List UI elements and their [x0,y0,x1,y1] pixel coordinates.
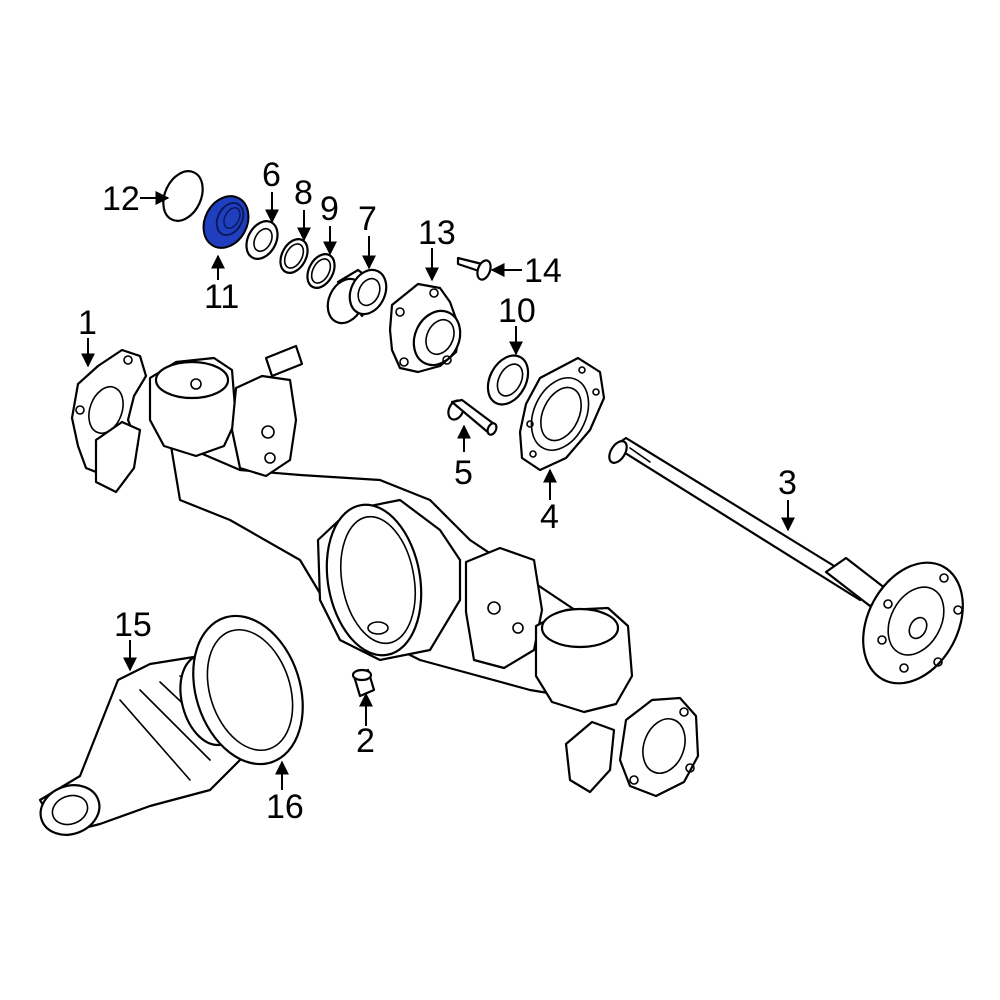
callout-8: 8 [294,174,313,212]
part-14-bolt[interactable] [456,256,493,281]
part-10-seal[interactable] [480,349,536,412]
part-4-gasket[interactable] [518,356,606,472]
part-3-axle-shaft[interactable] [606,436,983,701]
callout-12: 12 [102,180,140,218]
part-9-snap-ring[interactable] [302,249,340,292]
callout-5: 5 [454,454,473,492]
part-5-stud[interactable] [445,398,498,436]
part-13-bearing-retainer[interactable] [388,282,469,374]
part-12-o-ring[interactable] [156,165,211,227]
leader-lines [81,191,795,790]
callout-10: 10 [498,292,536,330]
callout-6: 6 [262,156,281,194]
part-2-plug[interactable] [351,668,376,698]
callout-11: 11 [204,278,239,316]
part-16-gasket[interactable] [175,602,321,779]
part-1-axle-housing[interactable] [70,344,700,798]
part-11-oil-seal[interactable] [195,188,257,255]
callout-7: 7 [358,200,377,238]
callout-14: 14 [524,252,562,290]
callout-13: 13 [418,214,456,252]
part-8-snap-ring[interactable] [275,234,313,277]
callout-15: 15 [114,606,152,644]
callout-3: 3 [778,464,797,502]
callout-2: 2 [356,722,375,760]
part-7-bearing[interactable] [321,264,393,329]
callout-4: 4 [540,498,559,536]
callout-1: 1 [78,304,97,342]
callout-labels: 12 11 6 8 9 7 13 14 10 5 4 3 1 2 15 16 [78,156,797,826]
callout-9: 9 [320,190,339,228]
callout-16: 16 [266,788,304,826]
